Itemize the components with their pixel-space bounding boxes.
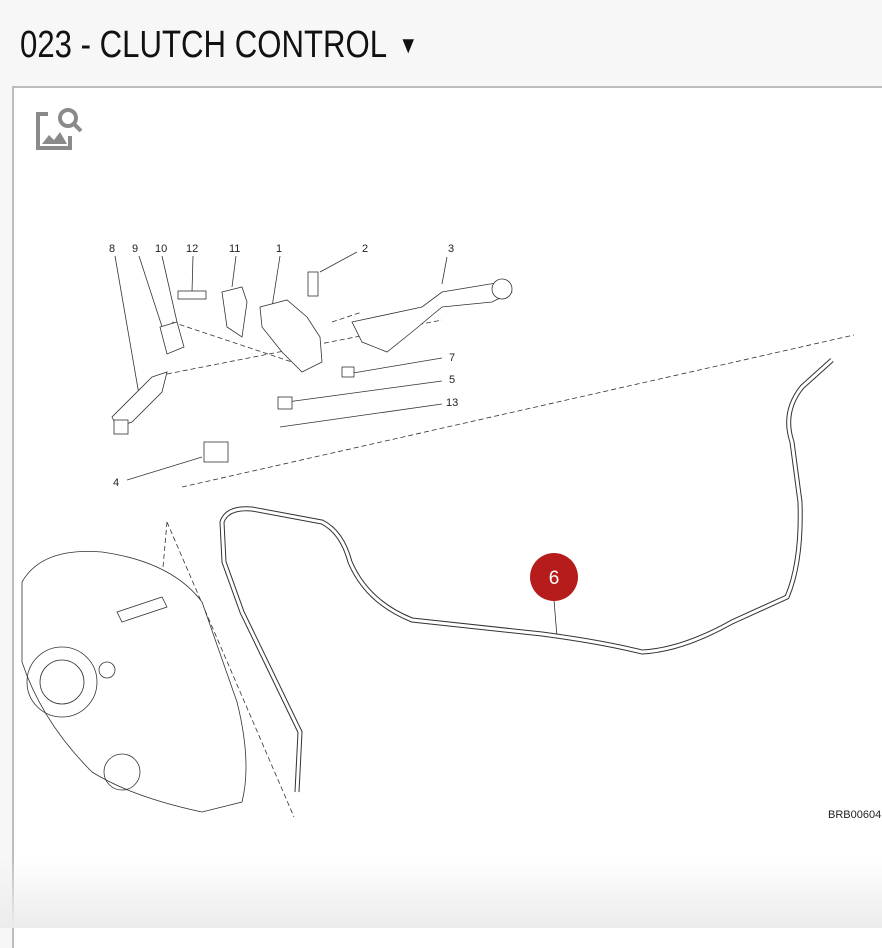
- page-title: 023 - CLUTCH CONTROL: [20, 24, 388, 66]
- callout-10[interactable]: 10: [155, 243, 167, 255]
- callout-13[interactable]: 13: [446, 397, 458, 409]
- section-dropdown[interactable]: 023 - CLUTCH CONTROL ▼: [20, 24, 418, 67]
- diagram-viewer[interactable]: 8 9 10 12 11 1 2 3 7 5 13 4 BRB00604 6: [12, 86, 882, 948]
- callout-2[interactable]: 2: [362, 243, 368, 255]
- callout-9[interactable]: 9: [132, 243, 138, 255]
- callout-12[interactable]: 12: [186, 243, 198, 255]
- callout-6-label: 6: [549, 568, 560, 589]
- drawing-code: BRB00604: [828, 809, 881, 821]
- callout-1[interactable]: 1: [276, 243, 282, 255]
- callout-4[interactable]: 4: [113, 477, 119, 489]
- callout-11[interactable]: 11: [229, 243, 240, 255]
- caret-down-icon: ▼: [398, 31, 419, 59]
- callout-5[interactable]: 5: [449, 374, 455, 386]
- callout-7[interactable]: 7: [449, 352, 455, 364]
- exploded-parts-diagram: 8 9 10 12 11 1 2 3 7 5 13 4 BRB00604 6: [21, 243, 881, 821]
- image-search-icon[interactable]: [34, 104, 84, 154]
- header: 023 - CLUTCH CONTROL ▼: [0, 0, 882, 86]
- callout-8[interactable]: 8: [109, 243, 115, 255]
- callout-3[interactable]: 3: [448, 243, 454, 255]
- callout-6-highlighted[interactable]: 6: [530, 553, 578, 601]
